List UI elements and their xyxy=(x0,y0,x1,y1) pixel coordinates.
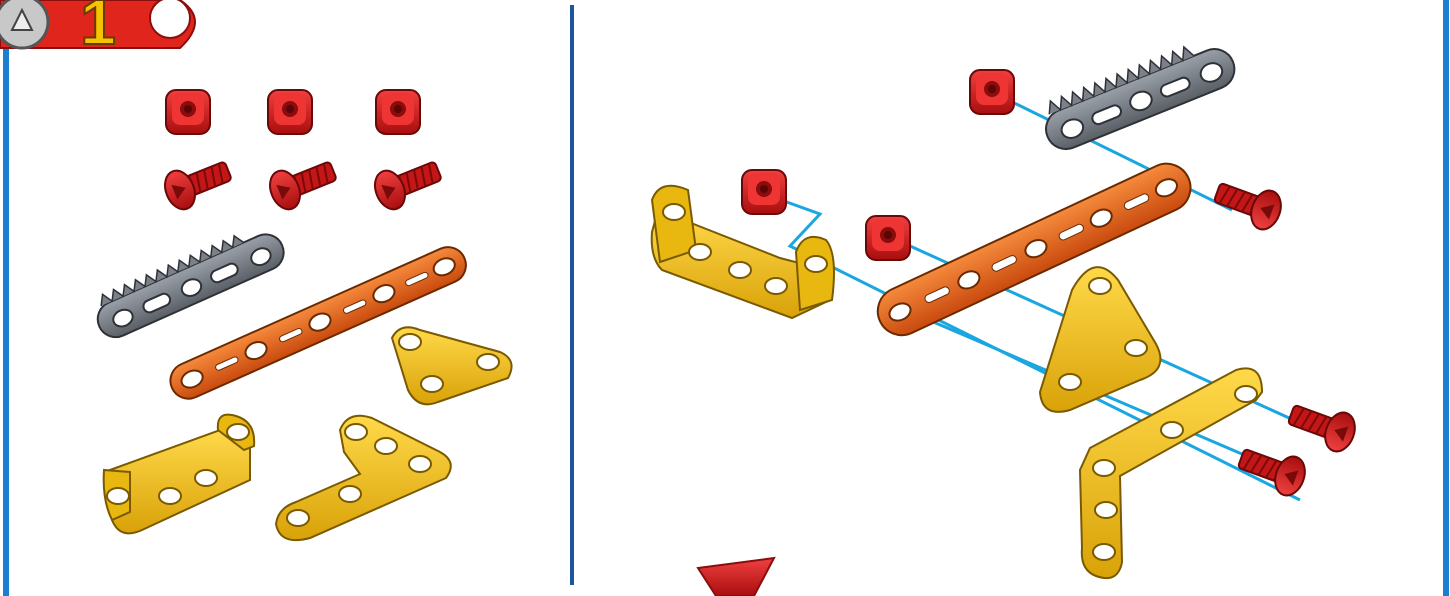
square-nut-1 xyxy=(165,89,211,135)
screw-right xyxy=(1283,394,1361,457)
step-number: 1 xyxy=(80,0,116,58)
screw-1 xyxy=(158,150,237,215)
next-step-arrow-icon xyxy=(696,556,776,596)
square-nut-left xyxy=(741,169,787,215)
rack-gear-strip-assembled xyxy=(1045,45,1236,151)
assembly-guide-lines xyxy=(769,90,1321,502)
triangle-plate-assembled xyxy=(1038,266,1162,413)
rack-gear-strip xyxy=(96,233,285,339)
flat-strip-assembled xyxy=(876,162,1192,337)
l-bracket xyxy=(274,414,452,542)
flat-strip-5-hole xyxy=(169,246,467,400)
screw-2 xyxy=(263,150,342,215)
step-badge xyxy=(0,0,196,50)
screw-bottom-right xyxy=(1233,438,1311,501)
square-nut-3 xyxy=(375,89,421,135)
square-nut-top xyxy=(969,69,1015,115)
exploded-assembly-view xyxy=(650,45,1361,596)
screw-3 xyxy=(368,150,447,215)
square-nut-2 xyxy=(267,89,313,135)
l-bracket-assembled xyxy=(1078,367,1264,580)
triangle-plate xyxy=(390,326,513,406)
parts-list xyxy=(96,89,513,542)
square-nut-middle xyxy=(865,215,911,261)
u-bracket-assembled xyxy=(650,184,835,320)
screw-top-right xyxy=(1209,172,1287,235)
u-bracket xyxy=(102,413,256,535)
